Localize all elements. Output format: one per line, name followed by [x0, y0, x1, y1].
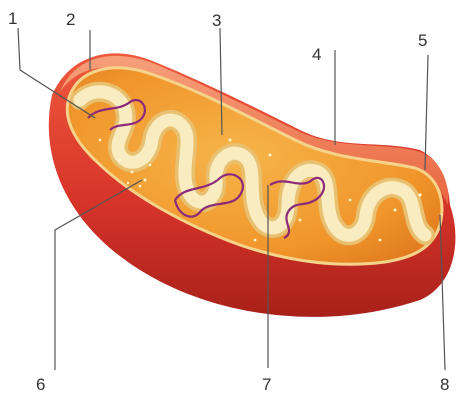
- label-6: 6: [36, 375, 45, 394]
- label-8: 8: [440, 375, 449, 394]
- label-1: 1: [8, 9, 17, 28]
- leader-5: [425, 55, 428, 170]
- label-3: 3: [212, 11, 221, 30]
- label-7: 7: [262, 375, 271, 394]
- label-5: 5: [418, 31, 427, 50]
- label-2: 2: [66, 10, 75, 29]
- label-4: 4: [312, 45, 321, 64]
